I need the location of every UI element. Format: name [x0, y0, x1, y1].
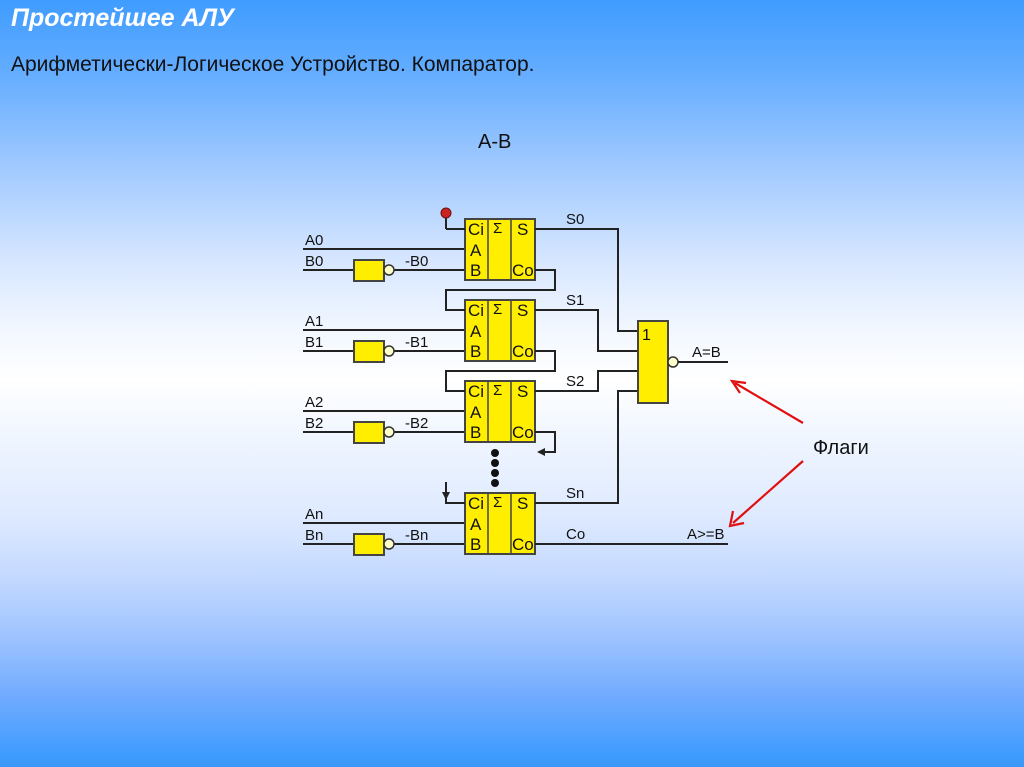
sum-symbol-label: Σ: [493, 301, 502, 318]
nor-gate: 1 A=B: [637, 320, 728, 404]
sum-wire-2: [535, 370, 638, 392]
b-input-label: B0: [305, 253, 323, 270]
pin-ci-label: Ci: [468, 382, 484, 401]
pin-a-label: A: [470, 322, 482, 341]
pin-b-label: B: [470, 423, 481, 442]
pin-ci-label: Ci: [468, 220, 484, 239]
pin-co-label: Co: [512, 423, 534, 442]
sum-wire-0: [535, 228, 638, 332]
neg-b-label: -Bn: [405, 527, 428, 544]
nor-gate-symbol: 1: [642, 327, 651, 344]
flags-annotation: Флаги: [728, 379, 869, 528]
carry-source-dot: [440, 207, 452, 219]
flag-equal-label: A=B: [692, 344, 721, 361]
carry-chain: [442, 269, 556, 504]
carry-out-label: Co: [566, 526, 585, 543]
inverter-body: [353, 340, 385, 363]
ellipsis-dot: [491, 459, 499, 467]
inversion-bubble-icon: [383, 345, 395, 357]
pin-s-label: S: [517, 382, 528, 401]
pin-s-label: S: [517, 220, 528, 239]
carry-arrow-icon: [537, 448, 545, 456]
a-input-label: An: [305, 506, 323, 523]
full-adder-body: [464, 492, 536, 555]
flag-arrow-equal: [734, 382, 804, 424]
carry-wire-0-1: [445, 269, 556, 311]
inversion-bubble-icon: [383, 426, 395, 438]
a-input-label: A2: [305, 394, 323, 411]
sum-symbol-label: Σ: [493, 494, 502, 511]
pin-co-label: Co: [512, 535, 534, 554]
inverter-body: [353, 533, 385, 556]
inverter-body: [353, 421, 385, 444]
slide-title: Простейшее АЛУ: [11, 4, 234, 32]
a-input-label: A1: [305, 313, 323, 330]
sum-symbol-label: Σ: [493, 382, 502, 399]
inverter-body: [353, 259, 385, 282]
inversion-bubble-icon: [667, 356, 679, 368]
ellipsis-dots: [491, 449, 499, 487]
pin-b-label: B: [470, 261, 481, 280]
carry-in-source: [440, 207, 465, 230]
ellipsis-dot: [491, 479, 499, 487]
pin-b-label: B: [470, 535, 481, 554]
pin-s-label: S: [517, 494, 528, 513]
full-adder-body: [464, 218, 536, 281]
b-input-label: B2: [305, 415, 323, 432]
pin-b-label: B: [470, 342, 481, 361]
neg-b-label: -B0: [405, 253, 428, 270]
sum-label-n: Sn: [566, 485, 584, 502]
carry-wire-1-2: [445, 350, 556, 392]
flag-greater-equal-label: A>=B: [687, 526, 725, 543]
neg-b-label: -B1: [405, 334, 428, 351]
sum-wires: S0 S1 S2 Sn: [535, 211, 638, 504]
sum-label-2: S2: [566, 373, 584, 390]
carry-out-output: Co A>=B: [535, 526, 728, 545]
pin-a-label: A: [470, 515, 482, 534]
sum-label-0: S0: [566, 211, 584, 228]
ellipsis-dot: [491, 469, 499, 477]
pin-a-label: A: [470, 403, 482, 422]
carry-wire-2-out: [535, 431, 556, 453]
inversion-bubble-icon: [383, 538, 395, 550]
carry-arrow-down-icon: [442, 492, 450, 500]
a-input-label: A0: [305, 232, 323, 249]
pin-a-label: A: [470, 241, 482, 260]
full-adder-body: [464, 380, 536, 443]
flags-label: Флаги: [813, 437, 869, 459]
pin-ci-label: Ci: [468, 494, 484, 513]
ellipsis-dot: [491, 449, 499, 457]
neg-b-label: -B2: [405, 415, 428, 432]
b-input-label: Bn: [305, 527, 323, 544]
sum-label-1: S1: [566, 292, 584, 309]
carry-wire-n-in: [445, 482, 465, 504]
full-adder-body: [464, 299, 536, 362]
slide-subtitle: Арифметически-Логическое Устройство. Ком…: [11, 53, 535, 76]
flag-arrow-greater-equal: [732, 460, 804, 524]
nor-gate-body: [637, 320, 669, 404]
pin-ci-label: Ci: [468, 301, 484, 320]
arrow-head-icon: [729, 379, 747, 394]
b-input-label: B1: [305, 334, 323, 351]
sum-wire-1: [535, 309, 638, 352]
operation-label: A-B: [478, 131, 512, 153]
inversion-bubble-icon: [383, 264, 395, 276]
sum-symbol-label: Σ: [493, 220, 502, 237]
pin-s-label: S: [517, 301, 528, 320]
pin-co-label: Co: [512, 342, 534, 361]
pin-co-label: Co: [512, 261, 534, 280]
arrow-head-icon: [728, 510, 745, 528]
sum-wire-n: [535, 390, 638, 504]
